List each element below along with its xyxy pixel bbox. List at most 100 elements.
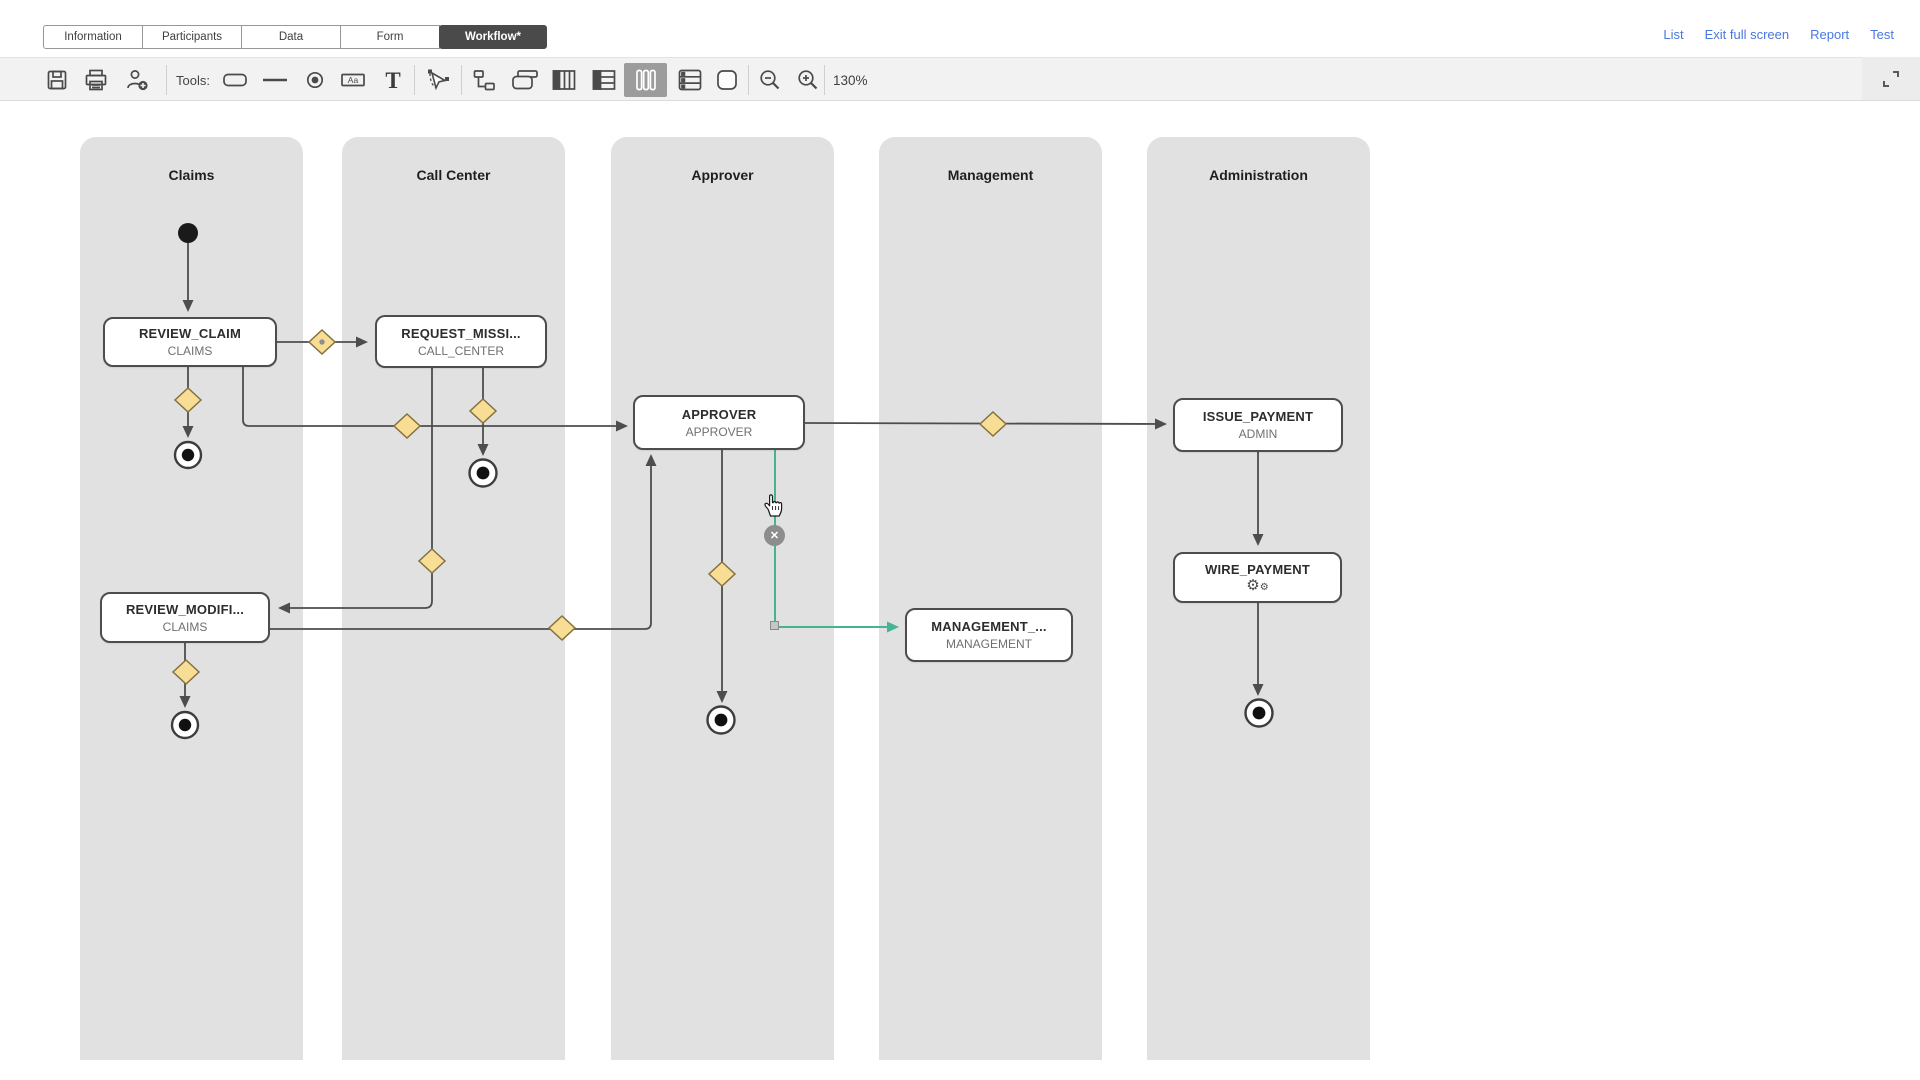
gateway-approver-to-end[interactable] xyxy=(707,560,737,588)
toolbar-separator xyxy=(166,65,167,95)
zoom-out-button[interactable] xyxy=(753,58,787,102)
task-approver[interactable]: APPROVER APPROVER xyxy=(633,395,805,450)
tab-information[interactable]: Information xyxy=(43,25,143,49)
edge-approver-to-management-selected[interactable] xyxy=(774,450,899,633)
task-title: REQUEST_MISSI... xyxy=(401,325,521,341)
hierarchy-icon xyxy=(473,70,495,91)
task-title: REVIEW_CLAIM xyxy=(138,326,242,341)
report-link[interactable]: Report xyxy=(1810,27,1850,42)
gateway-approver-to-issue[interactable] xyxy=(978,410,1008,438)
toolbar-separator xyxy=(414,65,415,95)
task-management[interactable]: MANAGEMENT_... MANAGEMENT xyxy=(905,608,1073,662)
add-user-button[interactable] xyxy=(120,58,154,102)
start-event[interactable] xyxy=(178,223,198,243)
task-subtitle: ADMIN xyxy=(1238,427,1278,441)
table-columns-view-button[interactable] xyxy=(546,58,582,102)
edge-review-modified-to-approver[interactable] xyxy=(270,454,657,630)
rounded-square-view-button[interactable] xyxy=(710,58,744,102)
hierarchy-view-button[interactable] xyxy=(466,58,502,102)
toolbar-separator xyxy=(748,65,749,95)
gateway-modified-to-end[interactable] xyxy=(171,658,201,686)
lane-label: Administration xyxy=(1209,167,1308,183)
zoom-level-display: 130% xyxy=(833,72,868,88)
save-icon xyxy=(47,70,67,90)
lane-label: Management xyxy=(947,167,1034,183)
task-subtitle: MANAGEMENT xyxy=(945,637,1032,651)
rectangle-tool-icon xyxy=(223,73,247,87)
svg-text:T: T xyxy=(385,68,400,93)
tools-label: Tools: xyxy=(176,72,210,88)
vertical-lanes-view-button[interactable] xyxy=(624,63,667,97)
end-event-approver[interactable] xyxy=(706,705,736,735)
svg-text:Aa: Aa xyxy=(348,75,359,85)
zoom-in-button[interactable] xyxy=(791,58,825,102)
fullscreen-expand-button[interactable] xyxy=(1862,57,1920,101)
task-subtitle: APPROVER xyxy=(685,424,753,439)
line-tool-button[interactable] xyxy=(258,58,292,102)
end-event-call-center[interactable] xyxy=(468,458,498,488)
text-tool-button[interactable]: T xyxy=(378,58,408,102)
task-subtitle: CLAIMS xyxy=(162,619,208,634)
print-icon xyxy=(85,69,107,91)
lane-call-center[interactable]: Call Center xyxy=(342,137,565,1060)
edge-review-claim-to-approver[interactable] xyxy=(242,367,628,432)
task-title: WIRE_PAYMENT xyxy=(1205,561,1310,577)
lane-management[interactable]: Management xyxy=(879,137,1102,1060)
connection-elbow-handle[interactable] xyxy=(770,621,779,630)
task-title: MANAGEMENT_... xyxy=(931,619,1047,634)
list-rows-view-button[interactable] xyxy=(672,58,708,102)
circle-tool-button[interactable] xyxy=(300,58,330,102)
panel-top-icon xyxy=(512,70,538,90)
textbox-tool-icon: Aa xyxy=(341,73,365,87)
gateway-request-to-end[interactable] xyxy=(468,397,498,425)
panel-top-view-button[interactable] xyxy=(506,58,544,102)
tab-form[interactable]: Form xyxy=(340,25,440,49)
table-rows-icon xyxy=(592,70,616,90)
select-pointer-button[interactable] xyxy=(421,58,457,102)
tab-data[interactable]: Data xyxy=(241,25,341,49)
save-button[interactable] xyxy=(42,58,72,102)
toolbar-separator xyxy=(824,65,825,95)
gateway-modified-to-approver[interactable] xyxy=(547,614,577,642)
circle-tool-icon xyxy=(306,71,324,89)
toolbar-separator xyxy=(461,65,462,95)
gateway-review-to-end[interactable] xyxy=(173,386,203,414)
print-button[interactable] xyxy=(80,58,112,102)
tab-participants[interactable]: Participants xyxy=(142,25,242,49)
task-issue-payment[interactable]: ISSUE_PAYMENT ADMIN xyxy=(1173,398,1343,452)
fullscreen-expand-icon xyxy=(1883,70,1899,87)
list-link[interactable]: List xyxy=(1663,27,1684,42)
rounded-square-icon xyxy=(717,70,737,90)
end-event-claims-top[interactable] xyxy=(173,440,203,470)
edge-request-missing-to-review-modified[interactable] xyxy=(278,368,433,614)
zoom-in-icon xyxy=(798,70,818,90)
diagram-canvas[interactable]: Claims Call Center Approver Management A… xyxy=(0,102,1920,1080)
textbox-tool-button[interactable]: Aa xyxy=(336,58,370,102)
select-pointer-icon xyxy=(428,69,449,91)
gateway-review-to-approver[interactable] xyxy=(392,412,422,440)
task-wire-payment[interactable]: WIRE_PAYMENT ⚙⚙ xyxy=(1173,552,1342,603)
task-title: ISSUE_PAYMENT xyxy=(1202,409,1314,424)
lane-label: Approver xyxy=(691,167,754,183)
delete-connection-button[interactable]: ✕ xyxy=(764,525,785,546)
gateway-request-to-modified[interactable] xyxy=(417,547,447,575)
task-review-modified[interactable]: REVIEW_MODIFI... CLAIMS xyxy=(100,592,270,643)
tab-workflow[interactable]: Workflow* xyxy=(439,25,547,49)
task-title: REVIEW_MODIFI... xyxy=(125,601,245,617)
line-tool-icon xyxy=(263,78,287,82)
add-user-icon xyxy=(127,70,148,91)
table-columns-icon xyxy=(552,70,576,90)
vertical-lanes-icon xyxy=(635,69,656,91)
task-review-claim[interactable]: REVIEW_CLAIM CLAIMS xyxy=(103,317,277,367)
process-tabbar: Information Participants Data Form Workf… xyxy=(43,25,547,49)
rectangle-tool-button[interactable] xyxy=(218,58,252,102)
gears-icon: ⚙⚙ xyxy=(1246,576,1269,594)
exit-full-screen-link[interactable]: Exit full screen xyxy=(1704,27,1790,42)
table-rows-view-button[interactable] xyxy=(586,58,622,102)
end-event-claims-bottom[interactable] xyxy=(170,710,200,740)
task-request-missing[interactable]: REQUEST_MISSI... CALL_CENTER xyxy=(375,315,547,368)
test-link[interactable]: Test xyxy=(1870,27,1894,42)
header-links: List Exit full screen Report Test xyxy=(1663,27,1894,42)
end-event-administration[interactable] xyxy=(1244,698,1274,728)
